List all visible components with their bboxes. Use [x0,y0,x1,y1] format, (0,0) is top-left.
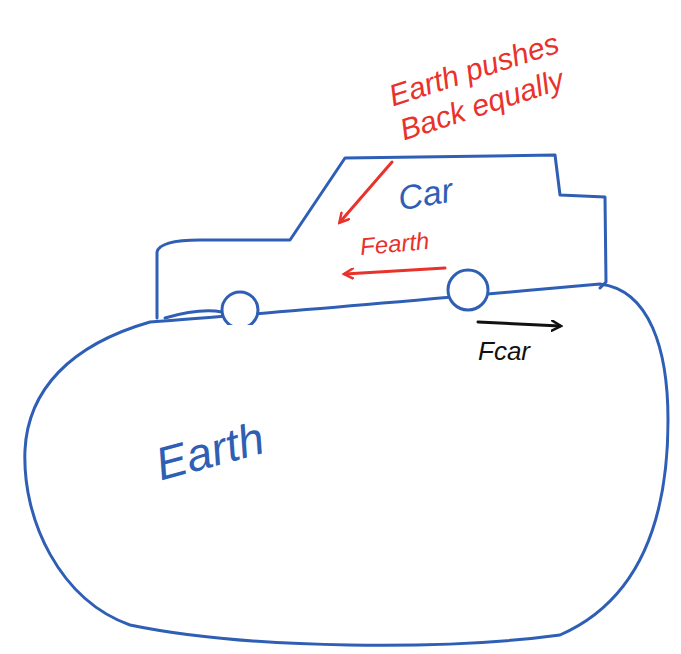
force-label: Fcar [478,336,530,367]
wheel [222,292,258,325]
node-label: Earth [150,412,270,492]
outline-stroke [157,155,606,318]
force-label: Fearth [359,227,431,262]
car-force-arrow [478,322,560,326]
wheel [448,270,488,310]
earth-shape: Earth [15,270,675,650]
leader-arrow [340,162,392,222]
outline-stroke [165,311,222,318]
force-note: Earth pushes Back equally [384,12,615,148]
node-label: Car [395,170,456,218]
outline-stroke [25,284,668,645]
earth-force-arrow [345,268,445,274]
outline [15,270,675,650]
